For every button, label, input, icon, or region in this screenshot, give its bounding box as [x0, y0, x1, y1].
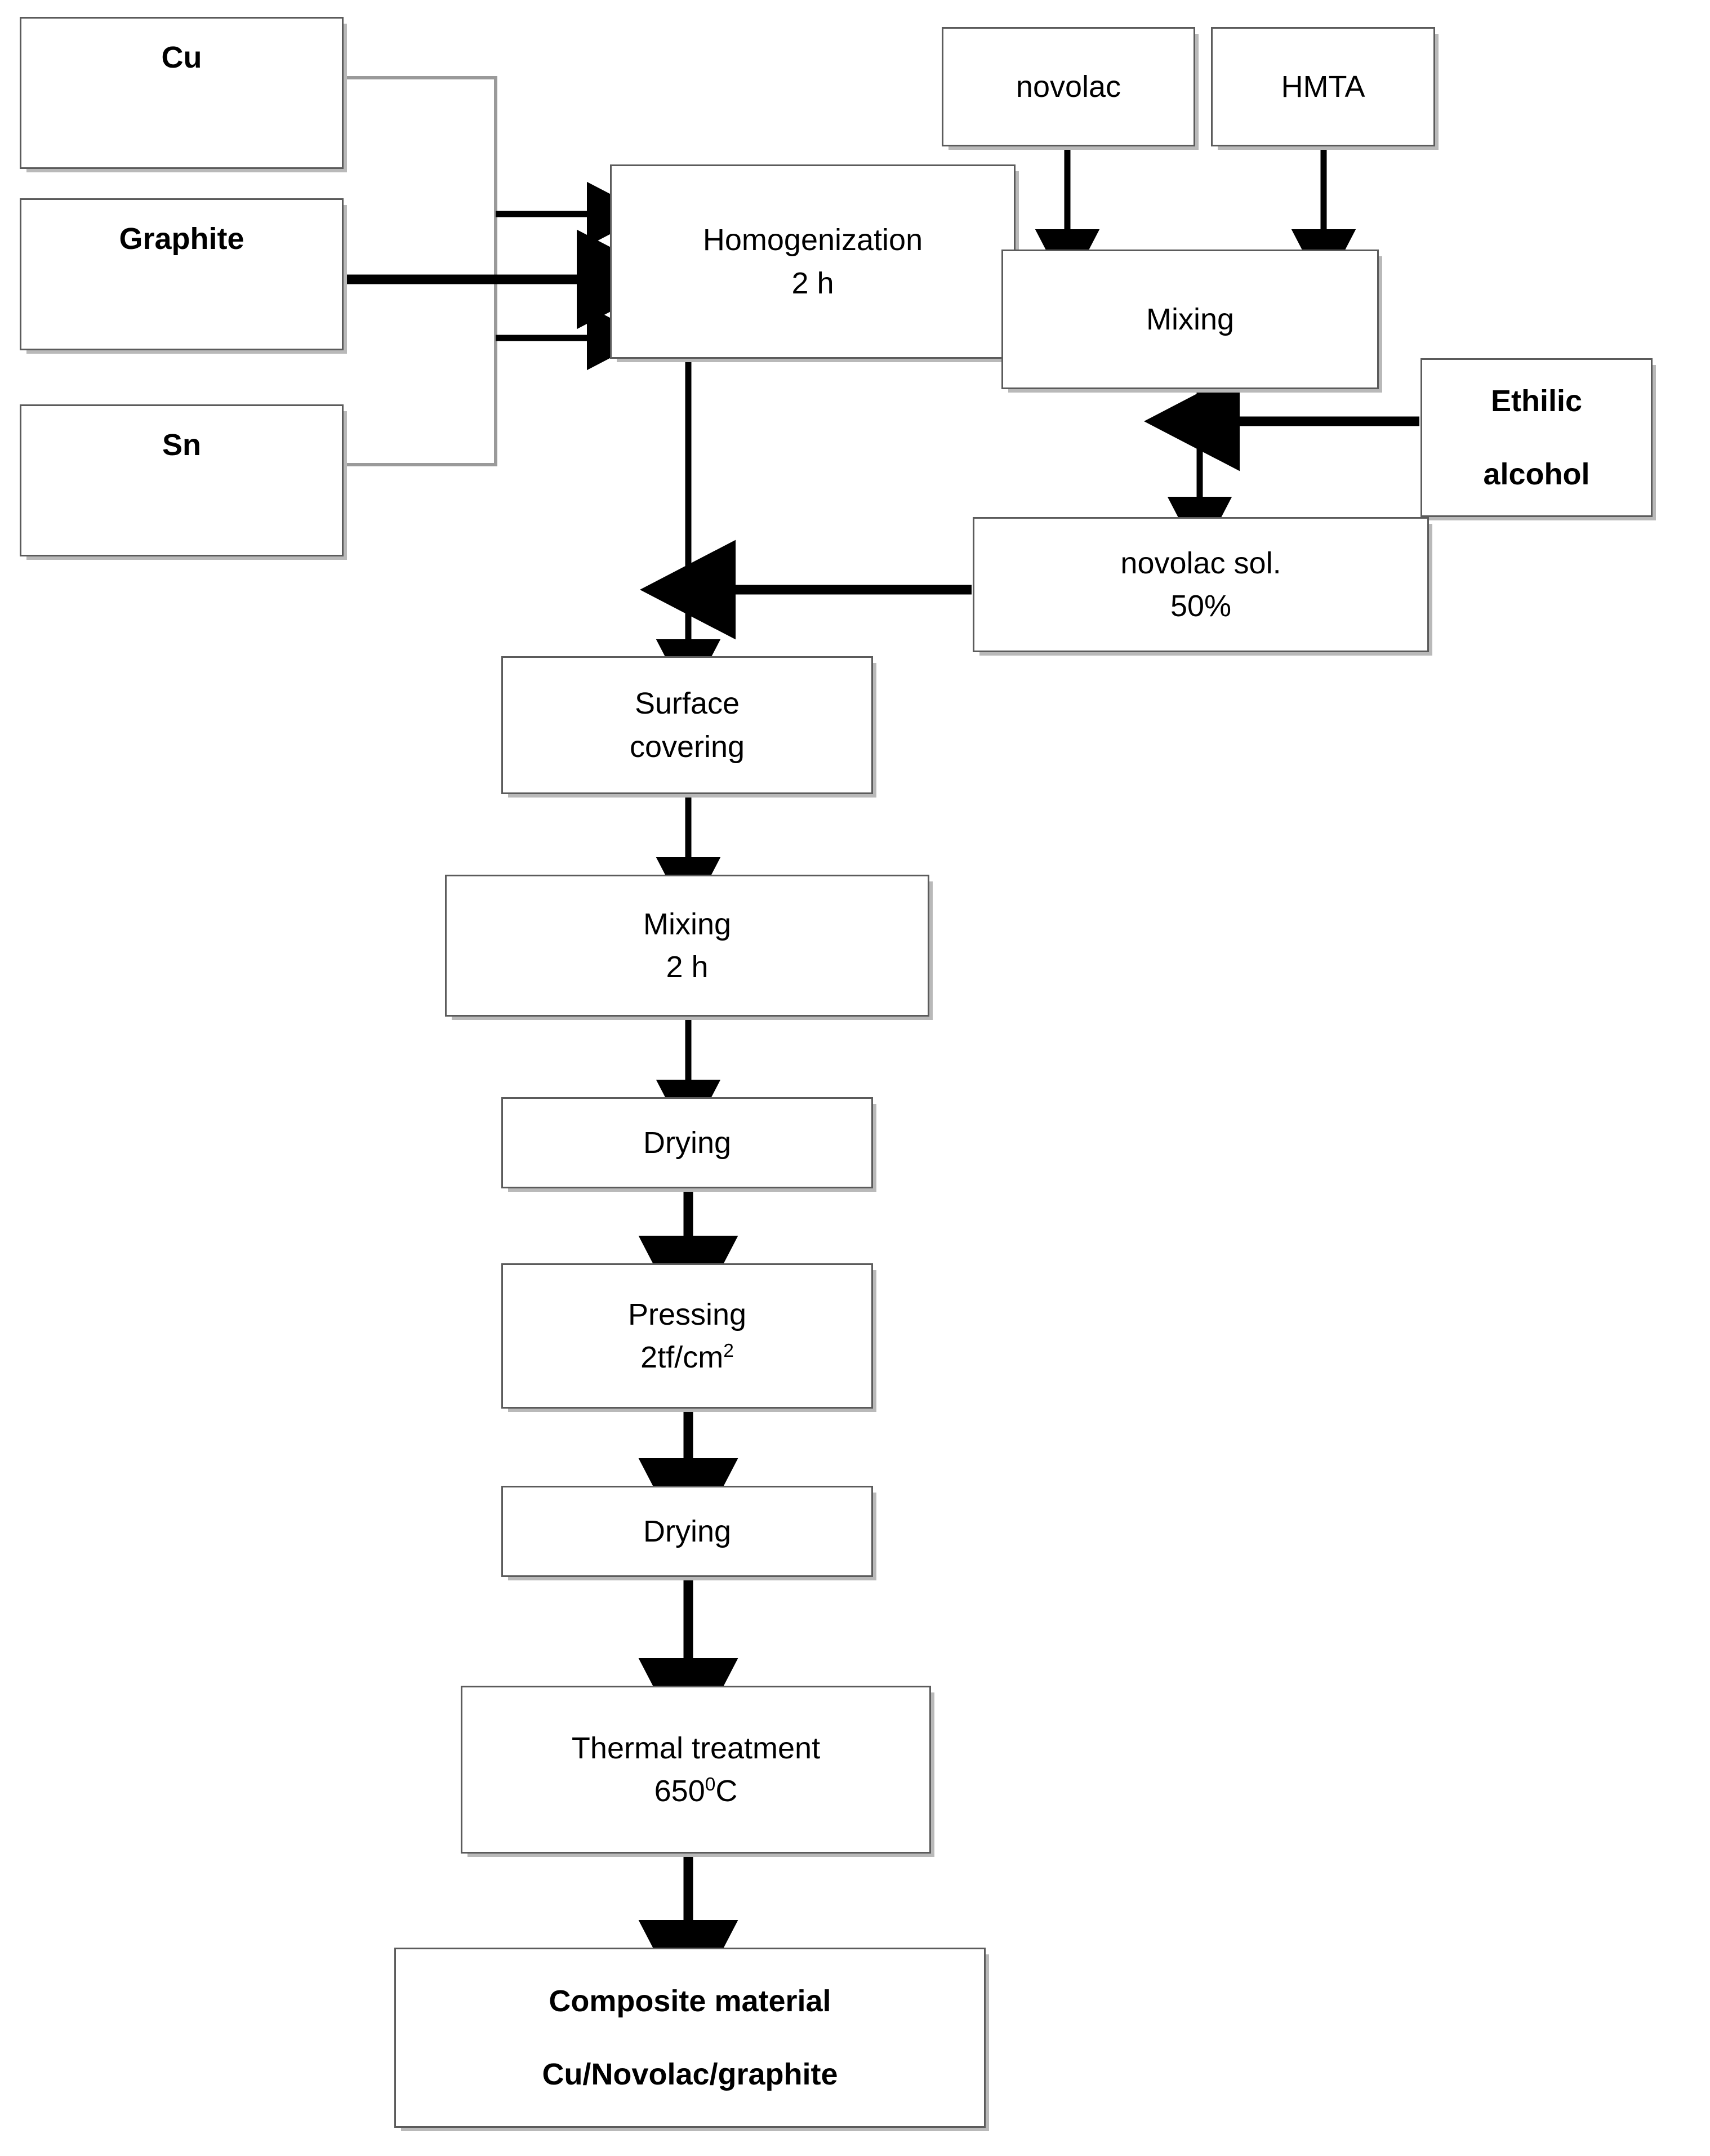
- node-sn-label: Sn: [162, 428, 201, 462]
- node-surface-covering-line1: Surface: [634, 687, 740, 721]
- node-composite-material-line2: Cu/Novolac/graphite: [542, 2057, 838, 2091]
- node-novolac[interactable]: novolac: [942, 27, 1195, 146]
- node-mixing-top-label: Mixing: [1146, 302, 1235, 336]
- node-drying-1[interactable]: Drying: [501, 1097, 873, 1188]
- node-composite-material-line1: Composite material: [549, 1984, 831, 2018]
- node-mixing-2h-line1: Mixing: [643, 907, 732, 941]
- node-novolac-sol-line1: novolac sol.: [1120, 546, 1281, 580]
- node-pressing-exponent: 2: [723, 1340, 734, 1361]
- node-mixing-2h[interactable]: Mixing 2 h: [445, 875, 929, 1017]
- node-homogenization[interactable]: Homogenization 2 h: [610, 164, 1016, 359]
- node-novolac-sol-line2: 50%: [1170, 589, 1232, 623]
- node-mixing-2h-line2: 2 h: [666, 950, 709, 984]
- node-graphite[interactable]: Graphite: [20, 198, 344, 350]
- node-ethilic-alcohol-line1: Ethilic: [1490, 384, 1583, 418]
- node-drying-2-label: Drying: [643, 1514, 732, 1548]
- node-pressing-line1: Pressing: [627, 1297, 747, 1331]
- node-surface-covering[interactable]: Surface covering: [501, 656, 873, 794]
- node-drying-2[interactable]: Drying: [501, 1486, 873, 1577]
- node-hmta[interactable]: HMTA: [1211, 27, 1435, 146]
- node-thermal-treatment-line2: 6500C: [654, 1771, 738, 1811]
- node-homogenization-line2: 2 h: [791, 266, 834, 300]
- node-ethilic-alcohol[interactable]: Ethilic alcohol: [1420, 358, 1653, 517]
- node-cu-label: Cu: [161, 41, 202, 74]
- node-hmta-label: HMTA: [1281, 69, 1365, 104]
- node-pressing[interactable]: Pressing 2tf/cm2: [501, 1263, 873, 1409]
- node-composite-material[interactable]: Composite material Cu/Novolac/graphite: [394, 1948, 986, 2128]
- node-novolac-sol[interactable]: novolac sol. 50%: [973, 517, 1429, 652]
- node-cu[interactable]: Cu: [20, 17, 344, 169]
- edge-cu-to-homogenization: [345, 76, 497, 214]
- node-thermal-treatment[interactable]: Thermal treatment 6500C: [461, 1686, 931, 1854]
- node-thermal-treatment-unit: C: [715, 1774, 738, 1808]
- node-thermal-treatment-exponent: 0: [705, 1774, 716, 1795]
- edge-sn-to-homogenization: [345, 338, 497, 466]
- node-novolac-label: novolac: [1016, 69, 1121, 104]
- node-mixing-top[interactable]: Mixing: [1001, 250, 1379, 389]
- node-sn[interactable]: Sn: [20, 404, 344, 556]
- node-thermal-treatment-line1: Thermal treatment: [571, 1731, 821, 1765]
- node-surface-covering-line2: covering: [629, 729, 745, 764]
- node-pressing-line2: 2tf/cm2: [640, 1338, 734, 1377]
- node-homogenization-line1: Homogenization: [702, 223, 923, 257]
- node-graphite-label: Graphite: [119, 222, 244, 256]
- node-pressing-value: 2tf/cm: [640, 1340, 724, 1374]
- node-thermal-treatment-value: 650: [654, 1774, 705, 1808]
- node-ethilic-alcohol-line2: alcohol: [1483, 457, 1590, 491]
- node-drying-1-label: Drying: [643, 1125, 732, 1160]
